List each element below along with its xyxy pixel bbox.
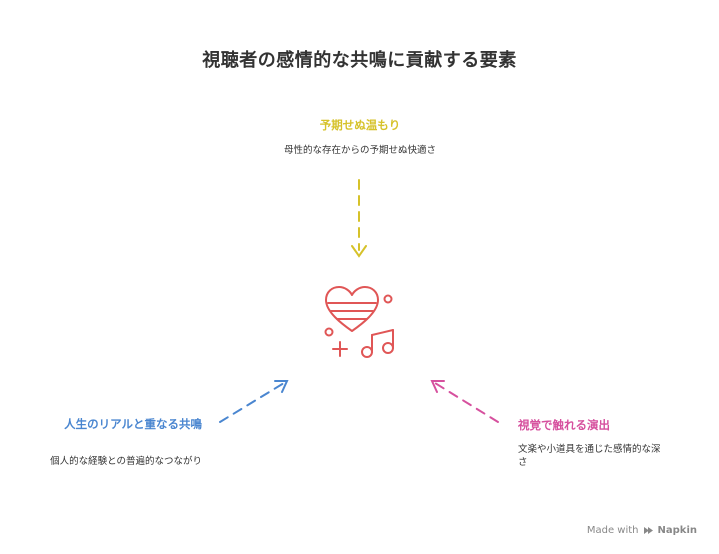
node-right-title: 視覚で触れる演出	[518, 418, 610, 432]
napkin-logo-icon	[643, 527, 653, 534]
node-left-description: 個人的な経験との普遍的なつながり	[50, 456, 202, 467]
watermark-brand: Napkin	[657, 525, 697, 536]
arrow-left	[219, 380, 289, 423]
watermark-prefix: Made with	[586, 525, 639, 536]
arrow-top	[351, 179, 367, 258]
heart-music-icon	[324, 286, 394, 358]
node-right-description: 文楽や小道具を通じた感情的な深さ	[518, 444, 661, 468]
node-left-title: 人生のリアルと重なる共鳴	[64, 417, 202, 431]
node-top-description: 母性的な存在からの予期せぬ快適さ	[283, 145, 436, 156]
watermark: Made with Napkin	[587, 525, 697, 536]
page-title: 視聴者の感情的な共鳴に貢献する要素	[202, 50, 517, 71]
arrow-right	[430, 380, 499, 423]
node-top-title: 予期せぬ温もり	[319, 118, 401, 132]
